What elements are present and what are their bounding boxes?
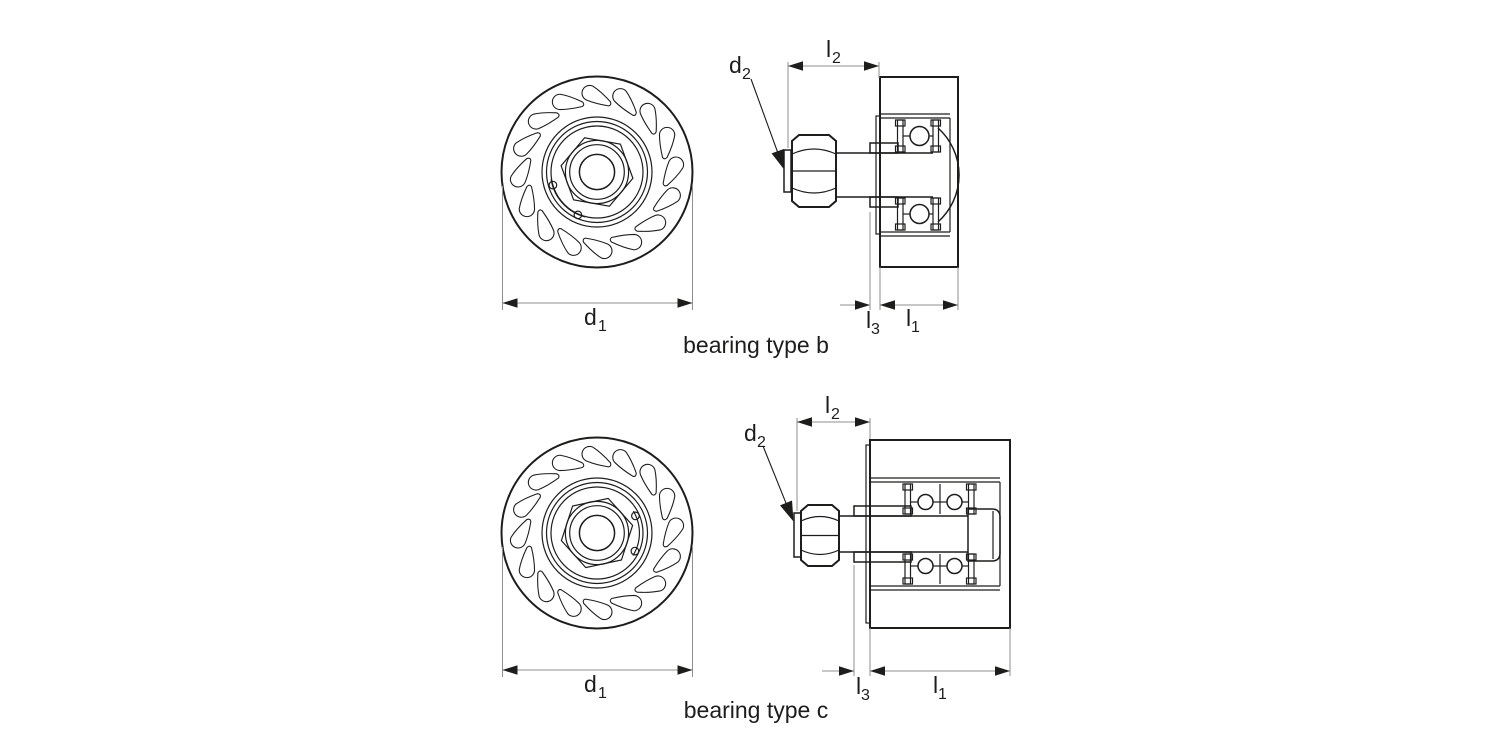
stud-washer bbox=[783, 149, 792, 193]
drawing-bearing-type-c: d 1 bbox=[500, 392, 1011, 723]
face-plate bbox=[865, 444, 871, 624]
circlip-arc bbox=[632, 510, 641, 556]
slot-ring bbox=[507, 443, 687, 623]
dim-label-d2-c: d bbox=[744, 420, 757, 446]
dim-label-l1-c: l bbox=[933, 672, 938, 698]
bearing-ball bbox=[946, 557, 963, 575]
bearing-ball bbox=[909, 203, 930, 225]
dim-label-l3-c: l bbox=[856, 673, 861, 699]
d2-callout-c: d 2 bbox=[744, 420, 800, 524]
dim-label-l3-sub-b: 3 bbox=[871, 321, 880, 338]
hex-bore bbox=[560, 137, 634, 207]
circlip-hole bbox=[573, 210, 583, 220]
dim-arrow-icon bbox=[870, 666, 885, 676]
wheel-section bbox=[869, 439, 1011, 629]
leader-arrow-icon bbox=[771, 148, 791, 173]
dim-label-d1-b: d bbox=[584, 304, 597, 330]
d1-dimension-c: d 1 bbox=[502, 547, 693, 702]
l2-dimension-b: l 2 bbox=[787, 36, 880, 148]
dim-label-d2-sub-b: 2 bbox=[742, 66, 751, 83]
d2-callout-b: d 2 bbox=[729, 52, 791, 173]
caption-type-c: bearing type c bbox=[684, 697, 828, 723]
dim-arrow-icon bbox=[677, 298, 693, 308]
hub-circle bbox=[564, 500, 630, 566]
hub-circle bbox=[569, 505, 625, 561]
caption-type-b: bearing type b bbox=[683, 332, 829, 358]
rim-bore-lines bbox=[870, 477, 1001, 591]
dim-label-l2-sub-b: 2 bbox=[832, 50, 841, 67]
circlip-hole bbox=[631, 511, 640, 521]
dim-arrow-icon bbox=[880, 300, 895, 310]
dim-label-d1-sub-c: 1 bbox=[598, 685, 607, 702]
circlip-hole bbox=[548, 180, 558, 190]
dim-label-l3-sub-c: 3 bbox=[861, 687, 870, 704]
dim-label-l2-c: l bbox=[825, 392, 830, 418]
stud-washer bbox=[793, 512, 802, 558]
l2-dimension-c: l 2 bbox=[796, 392, 871, 511]
spacer-sleeve bbox=[869, 142, 899, 208]
dim-arrow-icon bbox=[677, 665, 693, 675]
bore-circle bbox=[578, 514, 616, 552]
bearing-ball bbox=[909, 125, 930, 147]
bearing-shields bbox=[894, 119, 942, 231]
drawing-bearing-type-b: d 1 bbox=[500, 36, 960, 358]
face-plate bbox=[875, 115, 881, 235]
bearing-dome-arc bbox=[937, 127, 960, 223]
bearing-ball bbox=[917, 493, 934, 511]
front-view-type-b bbox=[500, 75, 694, 269]
wheel-section bbox=[879, 76, 959, 268]
hub-circle bbox=[569, 144, 625, 200]
bearing-ball bbox=[946, 493, 963, 511]
dim-label-l2-sub-c: 2 bbox=[831, 406, 840, 423]
dim-label-l1-b: l bbox=[906, 305, 911, 331]
wheel-outer-rim bbox=[500, 75, 694, 269]
slot-ring bbox=[507, 82, 687, 262]
stud-shaft bbox=[839, 515, 968, 553]
l3-l1-dimensions-c: l 3 l 1 bbox=[822, 565, 1011, 704]
hub-rings bbox=[541, 477, 653, 589]
stud-shaft bbox=[836, 152, 933, 198]
dim-label-l1-sub-b: 1 bbox=[911, 319, 920, 336]
l3-l1-dimensions-b: l 3 l 1 bbox=[840, 212, 959, 338]
d1-dimension-b: d 1 bbox=[502, 186, 693, 335]
hex-nut bbox=[800, 504, 840, 567]
hex-bore bbox=[560, 497, 634, 569]
dim-arrow-icon bbox=[502, 298, 518, 308]
dim-arrow-icon bbox=[502, 665, 518, 675]
side-view-type-c bbox=[793, 439, 1011, 629]
dim-arrow-icon bbox=[839, 666, 854, 676]
dim-label-l3-b: l bbox=[866, 307, 871, 333]
bore-circle bbox=[578, 153, 616, 191]
side-view-type-b bbox=[783, 76, 960, 268]
circlip-arc bbox=[550, 179, 586, 218]
dim-label-d1-c: d bbox=[584, 671, 597, 697]
dim-arrow-icon bbox=[943, 300, 958, 310]
bearing-shields bbox=[902, 483, 977, 585]
dim-label-d2-sub-c: 2 bbox=[757, 434, 766, 451]
dim-label-l2-b: l bbox=[826, 36, 831, 62]
hex-nut bbox=[791, 134, 837, 208]
rim-bore-lines bbox=[880, 113, 951, 237]
hub-circle bbox=[564, 139, 630, 205]
wheel-outer-rim bbox=[500, 436, 694, 630]
dim-arrow-icon bbox=[855, 417, 870, 427]
dim-arrow-icon bbox=[788, 61, 803, 71]
dim-label-d2-b: d bbox=[729, 52, 742, 78]
hub-rings bbox=[541, 116, 653, 228]
dim-label-d1-sub-b: 1 bbox=[598, 318, 607, 335]
dim-arrow-icon bbox=[864, 61, 879, 71]
hub-bushing bbox=[967, 508, 1001, 562]
dim-arrow-icon bbox=[797, 417, 812, 427]
circlip-hole bbox=[630, 546, 640, 556]
dim-label-l1-sub-c: 1 bbox=[938, 686, 947, 703]
dim-arrow-icon bbox=[995, 666, 1010, 676]
bearing-ball bbox=[917, 557, 934, 575]
front-view-type-c bbox=[500, 436, 694, 630]
